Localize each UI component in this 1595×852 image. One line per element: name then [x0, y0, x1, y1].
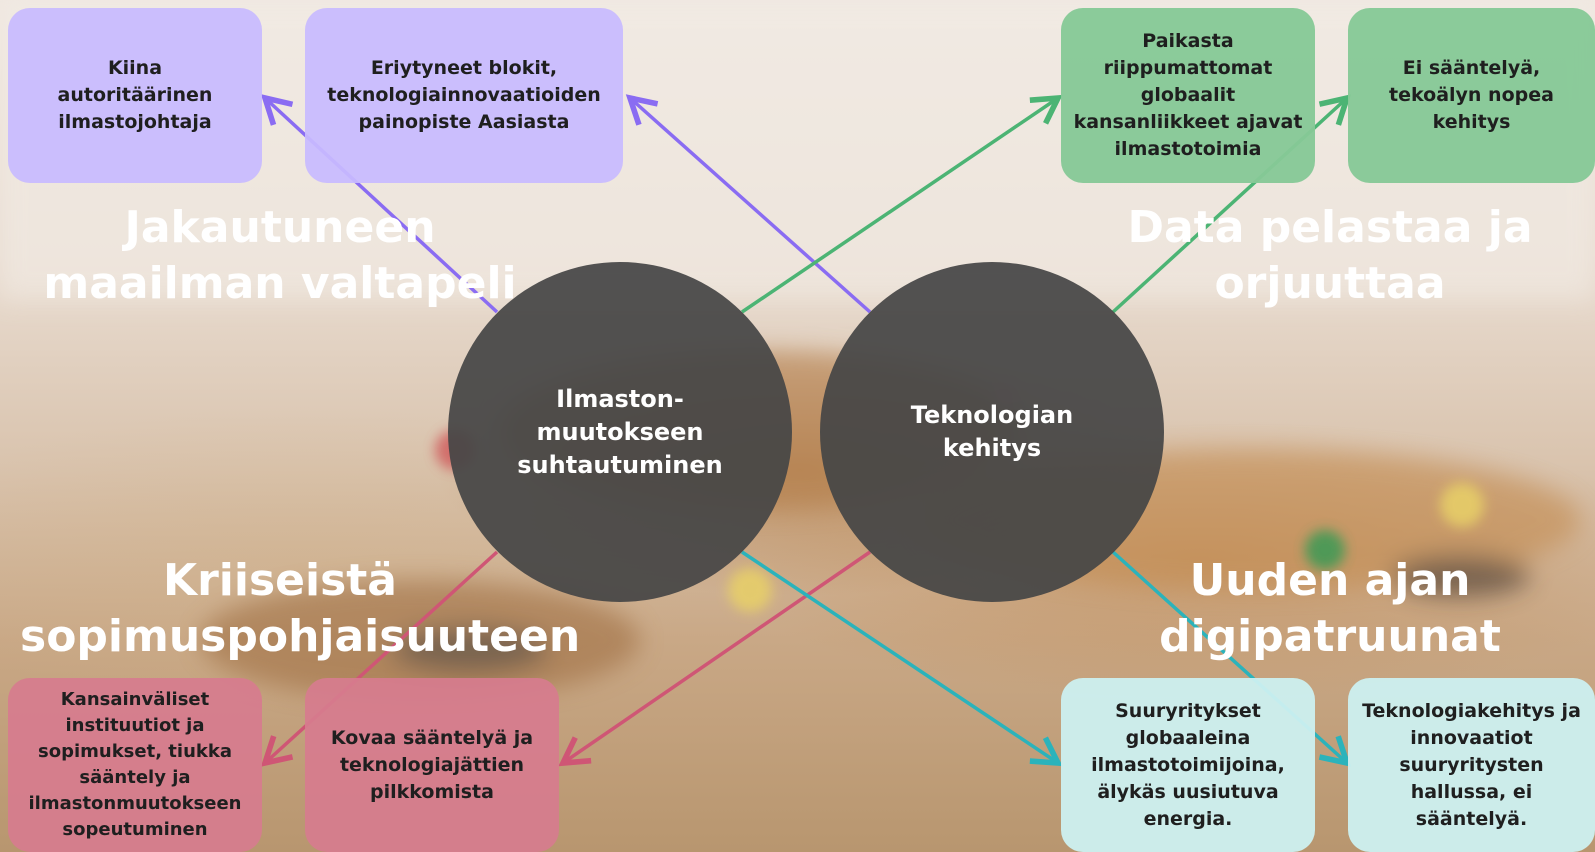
box-bottom-right-2: Teknologiakehitys ja innovaatiot suuryri… [1348, 678, 1595, 852]
arrow-climate-to-top-left [260, 94, 499, 314]
box-top-left-2: Eriytyneet blokit, teknologiainnovaatioi… [305, 8, 623, 183]
box-bottom-left-1-text: Kansainväliset instituutiot ja sopimukse… [28, 689, 242, 840]
scenario-title-top-right: Data pelastaa ja orjuuttaa [1127, 202, 1533, 309]
arrow-technology-to-bottom-left-2 [558, 550, 871, 767]
box-bottom-left-2-text: Kovaa sääntelyä ja teknologiajättien pil… [330, 726, 534, 803]
scenario-title-bottom-right: Uuden ajan digipatruunat [1159, 555, 1501, 662]
box-bottom-right-1: Suuryritykset globaaleina ilmastotoimijo… [1061, 678, 1315, 852]
circle-technology-development-label: Teknologian kehitys [910, 401, 1074, 462]
box-top-right-2: Ei sääntelyä, tekoälyn nopea kehitys [1348, 8, 1595, 183]
scenario-title-bottom-left: Kriiseistä sopimuspohjaisuuteen [20, 555, 581, 662]
arrow-climate-to-bottom-right [741, 550, 1063, 767]
box-bottom-right-1-text: Suuryritykset globaaleina ilmastotoimijo… [1091, 699, 1285, 830]
arrow-technology-to-top-left-2 [625, 94, 872, 314]
circle-climate-attitude: Ilmaston- muutokseen suhtautuminen [448, 262, 792, 602]
box-top-right-1: Paikasta riippumattomat globaalit kansan… [1061, 8, 1315, 183]
box-top-right-2-text: Ei sääntelyä, tekoälyn nopea kehitys [1389, 57, 1554, 133]
arrow-climate-to-top-right [741, 94, 1063, 314]
circle-technology-development: Teknologian kehitys [820, 262, 1164, 602]
box-top-left-1: Kiina autoritäärinen ilmastojohtaja [8, 8, 262, 183]
box-top-left-2-text: Eriytyneet blokit, teknologiainnovaatioi… [327, 57, 601, 133]
scenario-title-top-left: Jakautuneen maailman valtapeli [43, 202, 517, 309]
box-bottom-left-2: Kovaa sääntelyä ja teknologiajättien pil… [305, 678, 559, 852]
arrow-climate-to-bottom-left [260, 550, 499, 767]
box-top-left-1-text: Kiina autoritäärinen ilmastojohtaja [57, 57, 213, 133]
circle-climate-attitude-label: Ilmaston- muutokseen suhtautuminen [517, 384, 723, 479]
box-bottom-left-1: Kansainväliset instituutiot ja sopimukse… [8, 678, 262, 852]
box-bottom-right-2-text: Teknologiakehitys ja innovaatiot suuryri… [1362, 699, 1581, 830]
box-top-right-1-text: Paikasta riippumattomat globaalit kansan… [1073, 30, 1303, 160]
